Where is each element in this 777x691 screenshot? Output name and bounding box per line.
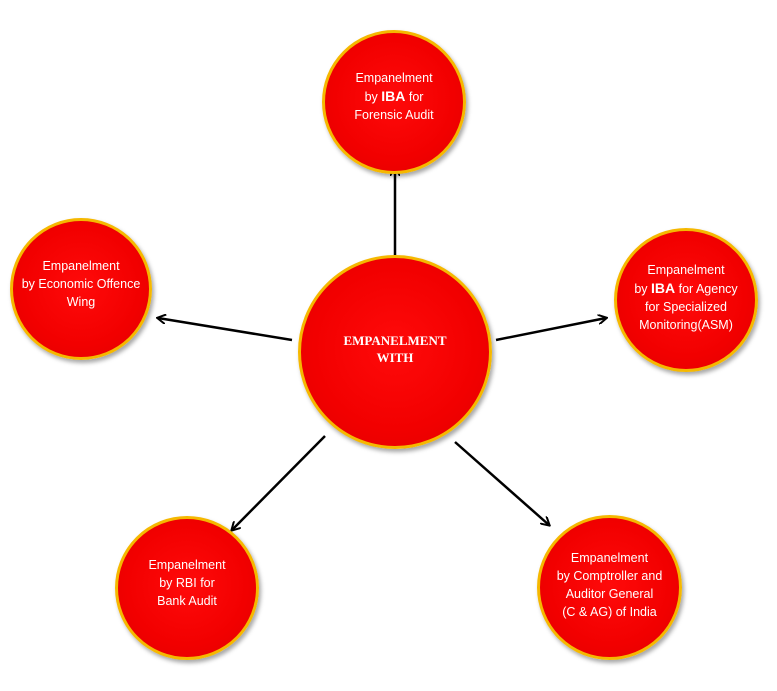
node-br-line3: Auditor General [565,586,654,601]
node-left-line3: Wing [66,295,96,309]
node-br-line2: by Comptroller and [556,568,663,583]
node-br-line4: (C & AG) of India [562,604,657,619]
arrow-to-right [495,318,606,342]
node-bl-line3: Bank Audit [157,594,217,608]
node-top-line2: by IBA for [364,87,424,104]
arrow-to-left [158,318,293,342]
node-right-line2: by IBA for Agency [634,279,738,296]
node-left-line2: by Economic Offence [21,277,141,291]
node-iba-asm: Empanelment by IBA for Agency for Specia… [614,228,758,372]
node-br-line1: Empanelment [570,550,649,565]
node-top-line1: Empanelment [355,70,433,85]
node-rbi-bank-audit: Empanelment by RBI for Bank Audit [115,516,259,660]
node-left-line1: Empanelment [42,259,120,273]
center-line1: EMPANELMENT [343,333,447,348]
node-economic-offence-wing: Empanelment by Economic Offence Wing [10,218,152,360]
node-right-line1: Empanelment [647,262,725,277]
node-bl-line2: by RBI for [159,576,215,590]
arrow-to-bottom-left [232,435,326,530]
node-cag-india: Empanelment by Comptroller and Auditor G… [537,515,682,660]
node-iba-forensic-audit: Empanelment by IBA for Forensic Audit [322,30,466,174]
node-bl-line1: Empanelment [148,558,226,572]
node-right-line4: Monitoring(ASM) [639,317,733,332]
arrow-to-bottom-right [454,441,549,525]
node-center-empanelment-with: EMPANELMENT WITH [298,255,492,449]
iba-label: IBA [651,279,676,296]
node-top-line3: Forensic Audit [354,107,434,122]
center-line2: WITH [376,350,414,365]
iba-label: IBA [381,87,406,104]
node-right-line3: for Specialized [644,299,727,314]
